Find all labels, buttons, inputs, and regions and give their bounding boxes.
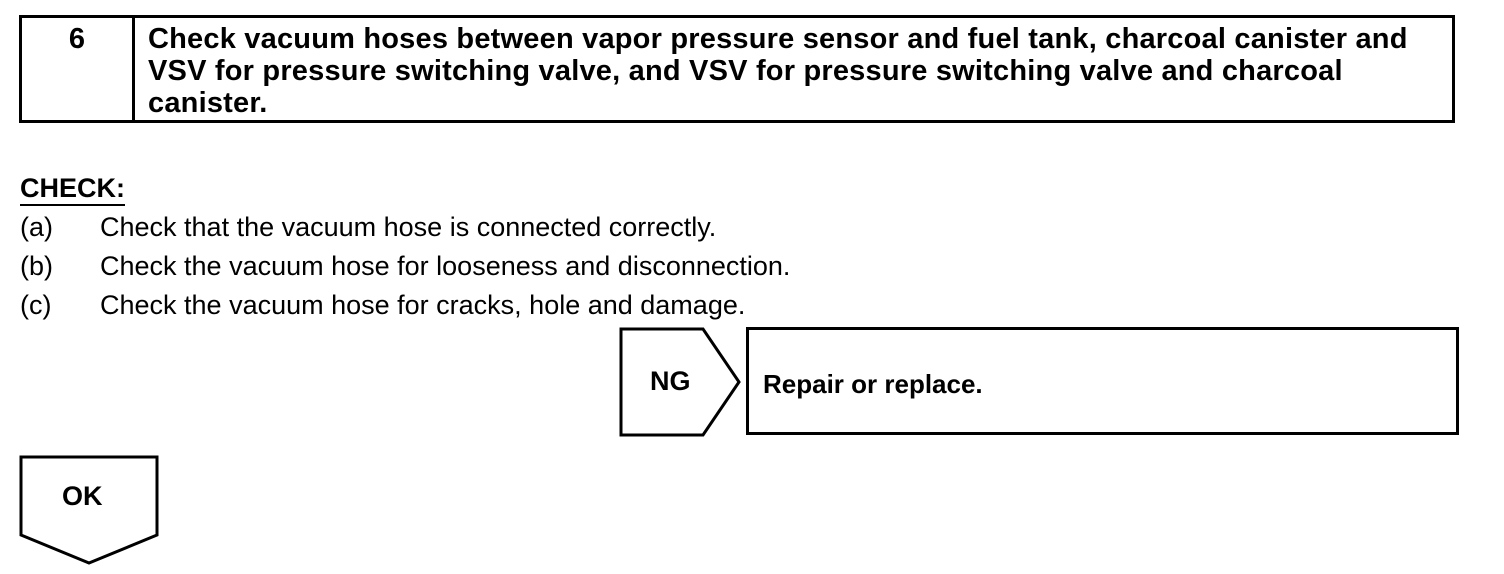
check-item-marker: (c) <box>20 290 52 320</box>
ng-label: NG <box>650 366 691 396</box>
check-item-marker: (b) <box>20 251 53 281</box>
check-item-text: Check the vacuum hose for looseness and … <box>100 251 791 281</box>
check-item-c: (c) Check the vacuum hose for cracks, ho… <box>20 286 790 325</box>
check-item-a: (a) Check that the vacuum hose is connec… <box>20 208 790 247</box>
ng-result-text: Repair or replace. <box>763 369 983 399</box>
check-item-text: Check the vacuum hose for cracks, hole a… <box>100 290 746 320</box>
ng-arrow-icon <box>619 327 741 437</box>
step-header: 6 Check vacuum hoses between vapor press… <box>19 15 1455 123</box>
step-title: Check vacuum hoses between vapor pressur… <box>148 23 1408 119</box>
ok-label: OK <box>62 481 103 511</box>
check-item-marker: (a) <box>20 212 53 242</box>
step-number: 6 <box>22 18 135 120</box>
check-item-b: (b) Check the vacuum hose for looseness … <box>20 247 790 286</box>
check-list: (a) Check that the vacuum hose is connec… <box>20 208 790 325</box>
ok-arrow-icon <box>19 455 159 565</box>
ng-result-box: Repair or replace. <box>746 327 1459 435</box>
check-heading: CHECK: <box>20 172 125 206</box>
check-item-text: Check that the vacuum hose is connected … <box>100 212 717 242</box>
